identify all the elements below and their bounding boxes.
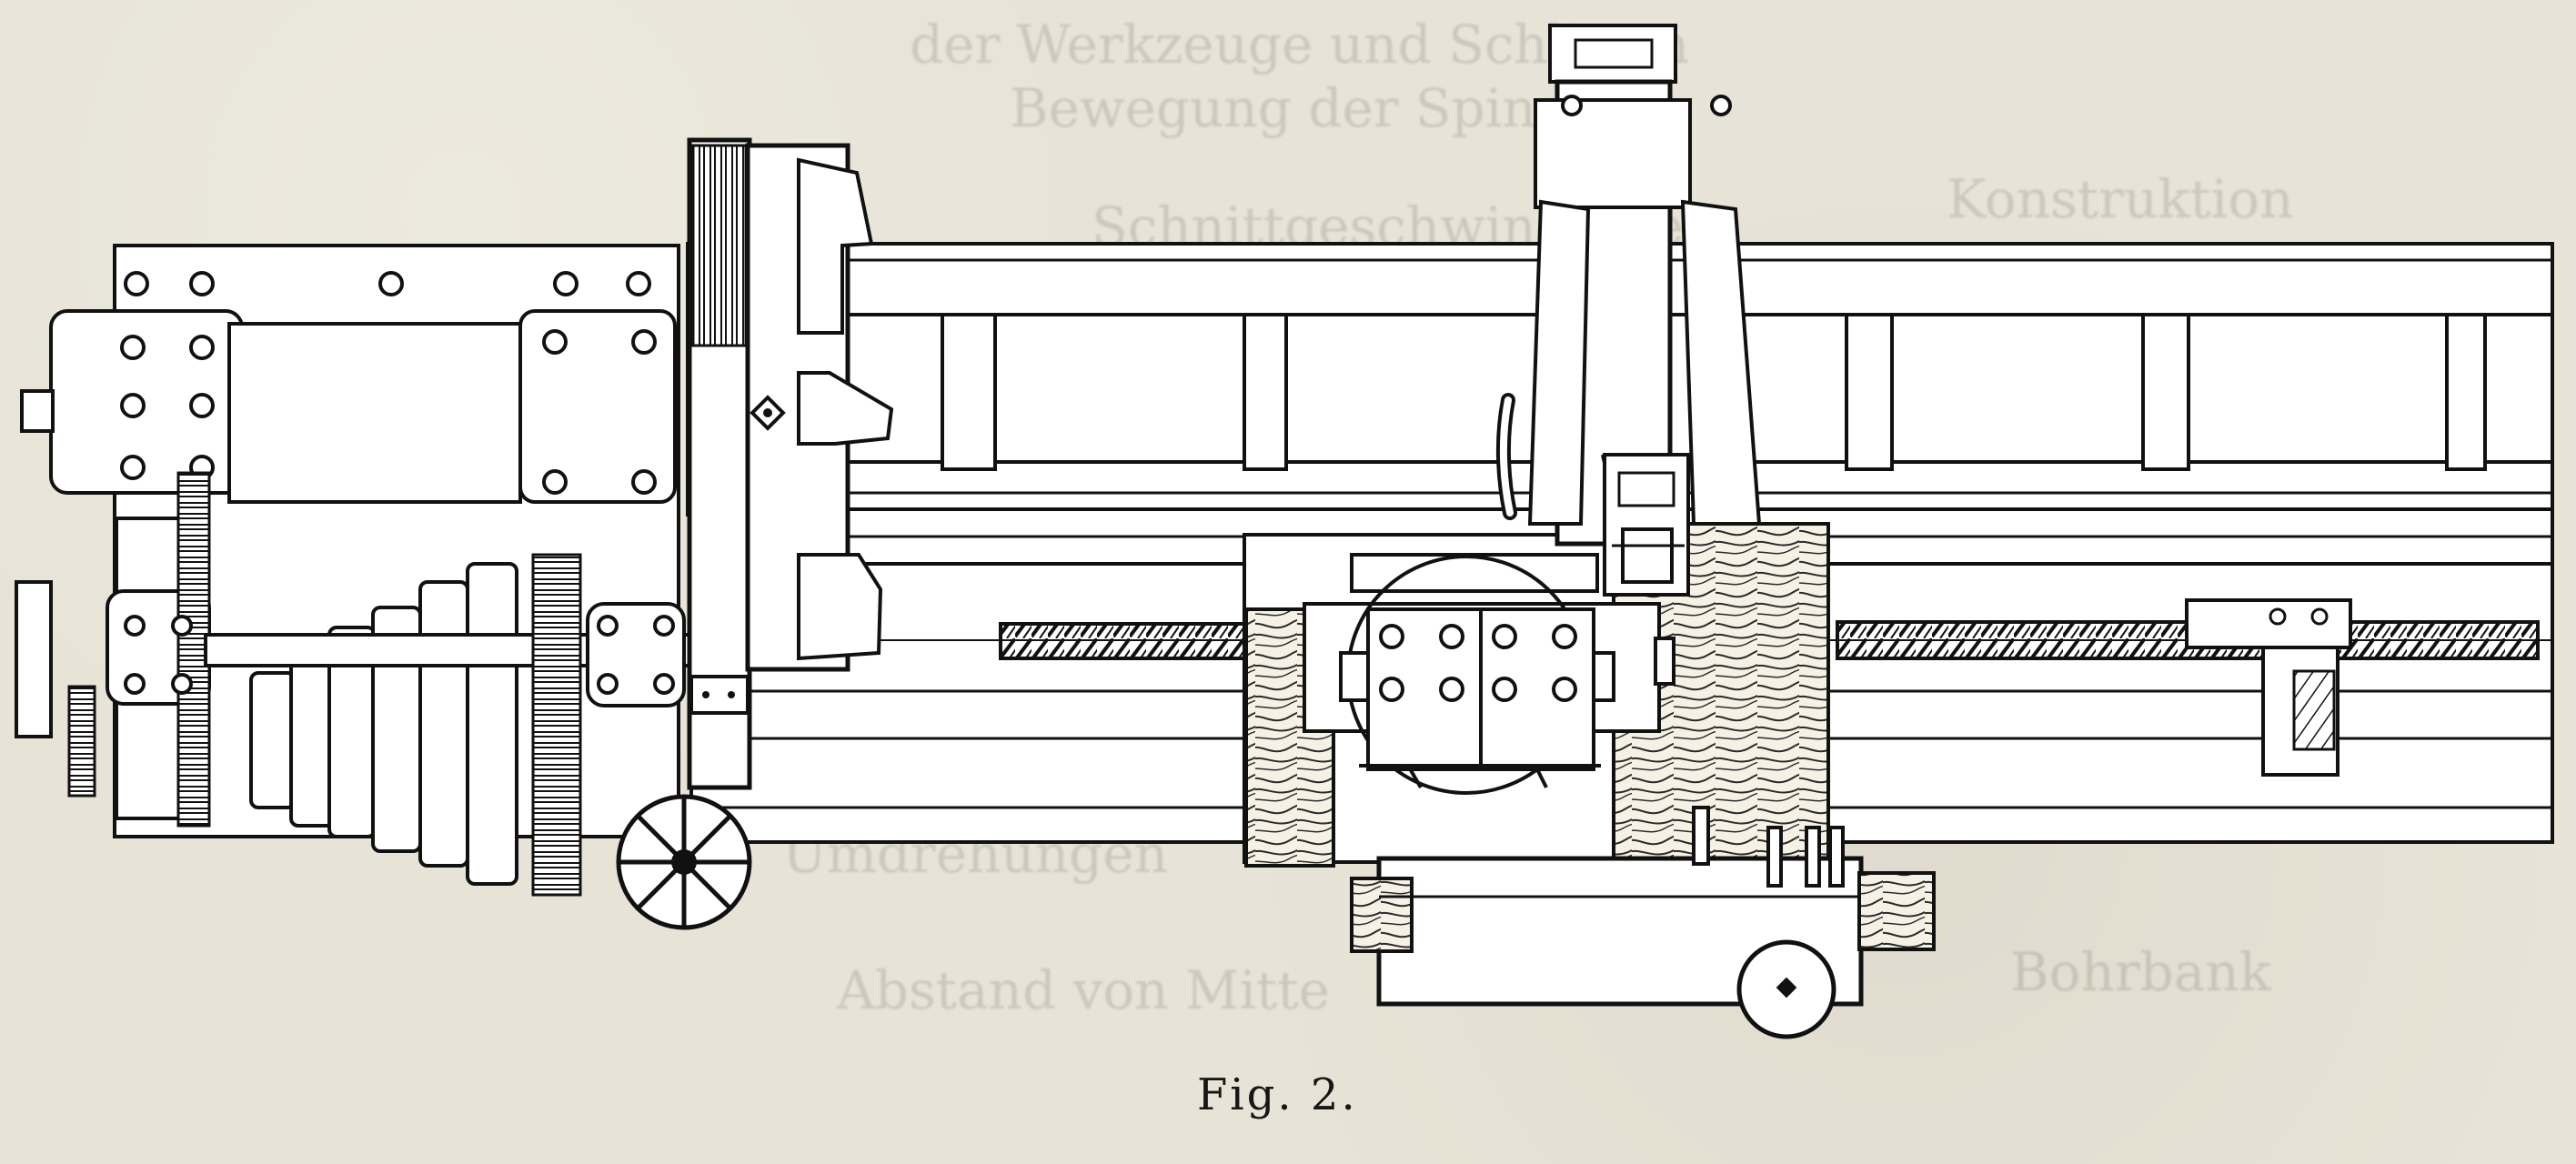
tool-post-crossslide — [1495, 24, 1762, 597]
carriage — [1243, 522, 1830, 868]
figure-caption: Fig. 2. — [1197, 1069, 1358, 1120]
headstock-bolts — [120, 271, 657, 495]
apron — [1350, 806, 1936, 1039]
faceplate-chuck — [687, 137, 894, 790]
leadscrew — [691, 598, 2552, 777]
headstock — [15, 244, 753, 930]
